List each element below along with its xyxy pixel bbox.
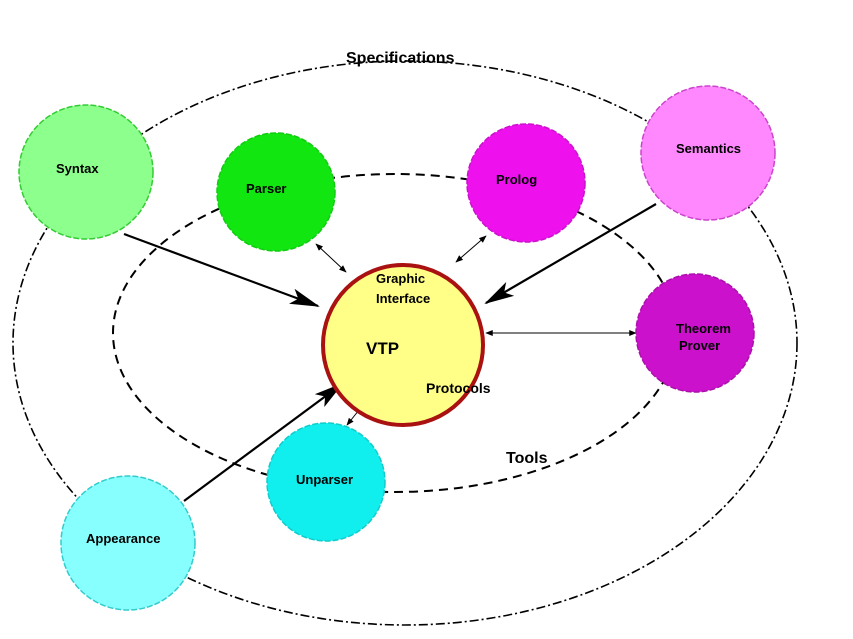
unparser-node [266, 422, 386, 542]
semantics-node [640, 85, 776, 221]
appearance-node [60, 475, 196, 611]
theorem-label: Theorem [676, 321, 731, 336]
protocols-label: Protocols [426, 380, 491, 396]
syntax-node [18, 104, 154, 240]
vtp-label: VTP [366, 339, 399, 358]
prolog-label: Prolog [496, 172, 537, 187]
syntax-label: Syntax [56, 161, 99, 176]
semantics-to-vtp-arrow [484, 203, 657, 305]
appearance-to-vtp-arrow [183, 382, 344, 502]
tools-label: Tools [506, 450, 548, 467]
parser-vtp-link [315, 243, 347, 273]
syntax-to-vtp-arrow [123, 232, 320, 308]
vtp-node [321, 263, 485, 427]
parser-label: Parser [246, 181, 286, 196]
prover-label: Prover [679, 338, 720, 353]
prolog-node [466, 123, 586, 243]
theorem-prover-node [635, 273, 755, 393]
unparser-label: Unparser [296, 472, 353, 487]
parser-node [216, 132, 336, 252]
specifications-boundary [12, 60, 798, 626]
interface-label: Interface [376, 291, 430, 306]
appearance-label: Appearance [86, 531, 160, 546]
specifications-label: Specifications [346, 50, 455, 67]
graphic-label: Graphic [376, 271, 425, 286]
semantics-label: Semantics [676, 141, 741, 156]
prolog-vtp-link [455, 235, 487, 263]
